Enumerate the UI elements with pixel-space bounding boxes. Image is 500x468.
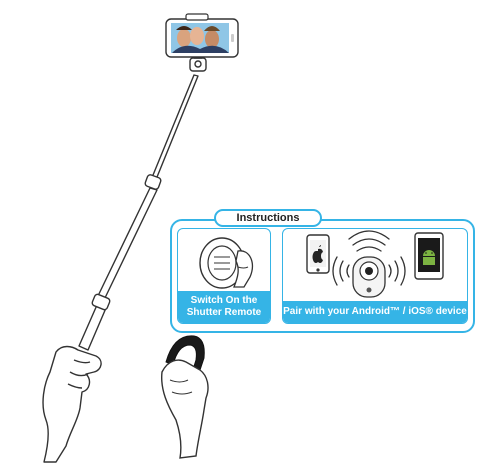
step2-caption: Pair with your Android™ / iOS® device [283,301,467,323]
android-phone-icon [414,232,444,280]
hand-holding-stick-icon [42,345,102,463]
iphone-icon [306,234,330,274]
remote-switch-icon [199,237,253,289]
step1-line2: Shutter Remote [186,307,262,318]
android-logo-icon [423,250,435,256]
step-switch-on-panel: Switch On the Shutter Remote [177,228,271,324]
step-pair-device-panel: Pair with your Android™ / iOS® device [282,228,468,324]
signal-waves-icon [332,230,406,286]
step1-caption: Switch On the Shutter Remote [178,291,270,323]
apple-logo-icon [312,245,323,263]
hand-holding-remote-icon [160,335,209,459]
selfie-stick [78,47,207,351]
pairing-illustration [306,230,444,298]
instructions-title: Instructions [214,209,322,227]
step1-line1: Switch On the [190,295,258,306]
shutter-remote-icon [352,256,386,298]
phone-photo [165,13,239,58]
